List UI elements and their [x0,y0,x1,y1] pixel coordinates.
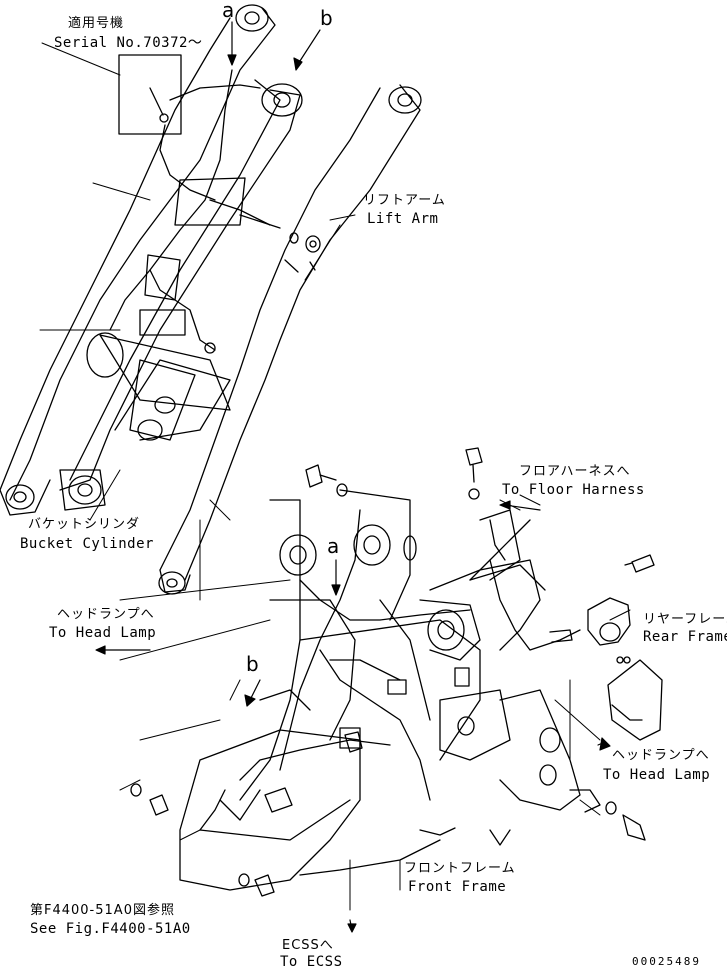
head-lamp-left-label-ja: ヘッドランプへ [57,607,155,622]
rear-frame-parts [550,555,662,840]
bucket-cylinder [60,80,302,510]
lift-arm-label-ja: リフトアーム [363,193,446,208]
document-id: 00025489 [632,955,701,968]
head-lamp-right-label-ja: ヘッドランプへ [612,748,710,763]
bucket-cylinder-label-ja: バケットシリンダ [28,517,141,532]
serial-label-ja: 適用号機 [68,16,125,31]
lift-arm-right [159,85,421,594]
lift-arm-harness [110,70,270,353]
see-fig-label-ja: 第F4400-51A0図参照 [30,903,175,918]
lift-arm-pins [240,215,320,272]
bucket-cylinder-label-en: Bucket Cylinder [20,536,154,552]
frame-harness [200,510,580,830]
serial-label-en: Serial No.70372～ [54,35,203,51]
callout-arrows [96,22,610,932]
callout-a-frame: a [327,534,340,558]
front-frame-label-en: Front Frame [408,879,507,895]
lift-arm-left [0,5,275,515]
head-lamp-right-label-en: To Head Lamp [603,767,711,783]
floor-harness-label-en: To Floor Harness [502,482,645,498]
head-lamp-left-label-en: To Head Lamp [49,625,157,641]
rear-frame-label-ja: リヤーフレーム [643,612,727,627]
callout-b-top: b [320,6,333,30]
frame-bolts [131,448,482,896]
ecss-label-en: To ECSS [280,954,343,970]
floor-harness-label-ja: フロアハーネスへ [519,464,631,479]
rear-frame-label-en: Rear Frame [643,629,727,645]
callout-a-top: a [222,0,235,22]
see-fig-label-en: See Fig.F4400-51A0 [30,921,191,937]
rear-frame-body [420,510,600,812]
leader-lines [40,43,630,910]
lift-arm-label-en: Lift Arm [367,211,439,227]
serial-inset-box [119,55,181,134]
cross-tube [87,333,230,440]
ecss-label-ja: ECSSへ [282,938,334,953]
front-frame-body [180,490,510,890]
front-frame-label-ja: フロントフレーム [404,861,516,876]
callout-b-frame: b [246,652,259,676]
